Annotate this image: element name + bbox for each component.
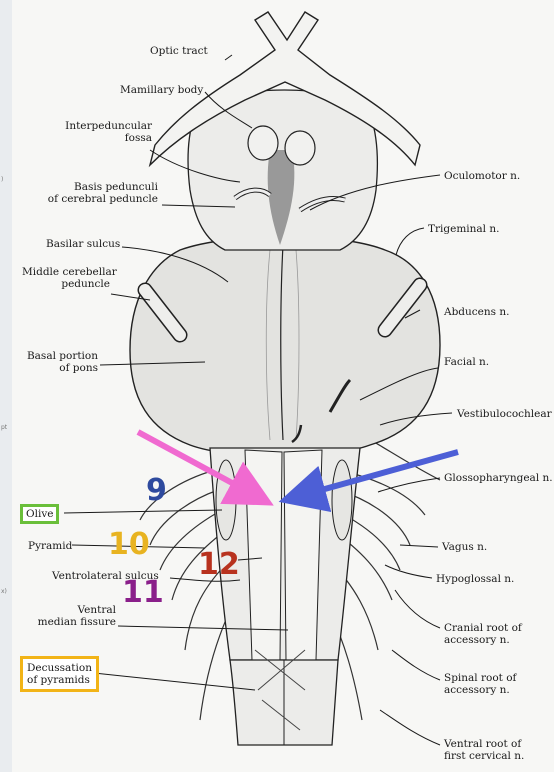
mamillary-body-left (248, 126, 278, 160)
label-interpeduncular-line1: Interpeduncular (62, 120, 152, 132)
label-glossopharyngeal: Glossopharyngeal n. (444, 472, 553, 484)
label-basilar-sulcus: Basilar sulcus (46, 238, 120, 250)
label-abducens: Abducens n. (444, 306, 509, 318)
label-ventral-root-line2: first cervical n. (444, 750, 524, 762)
label-facial: Facial n. (444, 356, 489, 368)
annotation-9: 9 (146, 476, 167, 506)
label-basal-portion-of-pons: Basal portion of pons (26, 350, 98, 374)
label-middle-cerebellar-peduncle: Middle cerebellar peduncle (22, 266, 110, 290)
label-trigeminal: Trigeminal n. (428, 223, 499, 235)
label-cranial-root: Cranial root of accessory n. (444, 622, 522, 646)
label-pons-line1: Basal portion (26, 350, 98, 362)
label-ventral-median-fissure: Ventral median fissure (30, 604, 116, 628)
label-cranial-line2: accessory n. (444, 634, 522, 646)
label-olive: Olive (20, 504, 59, 524)
label-pons-line2: of pons (26, 362, 98, 374)
label-optic-tract: Optic tract (150, 45, 208, 57)
label-ventral-root-line1: Ventral root of (444, 738, 524, 750)
label-spinal-root: Spinal root of accessory n. (444, 672, 516, 696)
label-spinal-line2: accessory n. (444, 684, 516, 696)
label-oculomotor: Oculomotor n. (444, 170, 520, 182)
label-vmf-line1: Ventral (30, 604, 116, 616)
label-hypoglossal: Hypoglossal n. (436, 573, 514, 585)
label-decussation-of-pyramids: Decussation of pyramids (20, 656, 99, 692)
label-cranial-line1: Cranial root of (444, 622, 522, 634)
label-decussation-line2: of pyramids (27, 674, 92, 686)
label-vagus: Vagus n. (442, 541, 487, 553)
label-vmf-line2: median fissure (30, 616, 116, 628)
label-basis-line2: of cerebral peduncle (46, 193, 158, 205)
label-basis-pedunculi: Basis pedunculi of cerebral peduncle (46, 181, 158, 205)
label-spinal-line1: Spinal root of (444, 672, 516, 684)
label-mcp-line2: peduncle (22, 278, 110, 290)
label-pyramid: Pyramid (28, 540, 72, 552)
label-mamillary-body: Mamillary body (120, 84, 203, 96)
mamillary-body-right (285, 131, 315, 165)
label-vestibulocochlear: Vestibulocochlear n. (457, 408, 554, 420)
annotation-10: 10 (108, 530, 150, 560)
annotation-11: 11 (122, 578, 164, 608)
label-ventral-root: Ventral root of first cervical n. (444, 738, 524, 762)
label-mcp-line1: Middle cerebellar (22, 266, 110, 278)
label-interpeduncular-line2: fossa (62, 132, 152, 144)
label-basis-line1: Basis pedunculi (46, 181, 158, 193)
pons (130, 237, 440, 457)
label-interpeduncular-fossa: Interpeduncular fossa (62, 120, 152, 144)
annotation-12: 12 (198, 550, 240, 580)
label-decussation-line1: Decussation (27, 662, 92, 674)
